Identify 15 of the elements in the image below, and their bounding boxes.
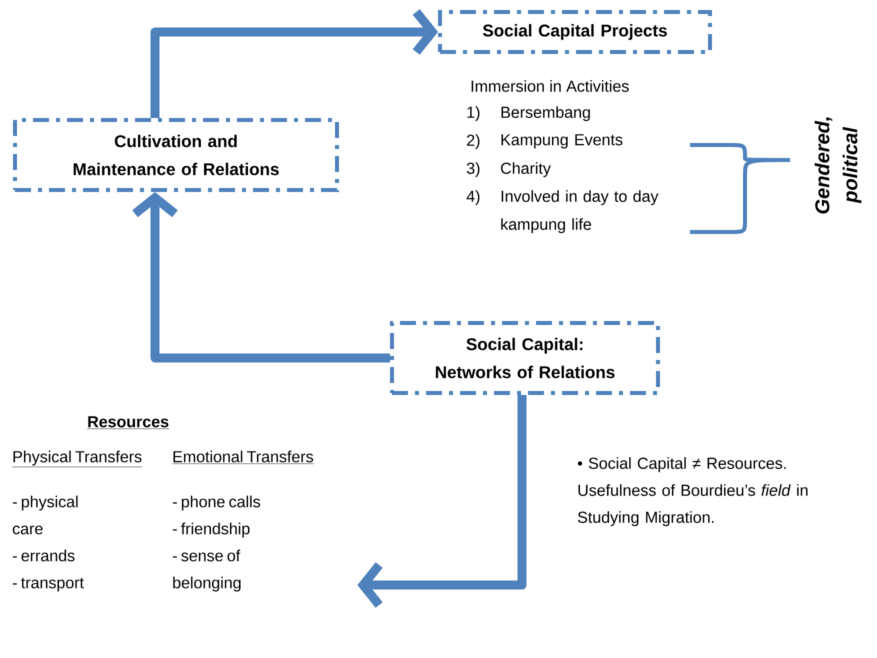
list-number: 1) bbox=[467, 106, 480, 122]
list-number: 4) bbox=[466, 190, 480, 206]
list-number: 3) bbox=[466, 162, 480, 178]
list-number: 2) bbox=[467, 134, 480, 150]
list-item: Charity bbox=[501, 162, 551, 178]
list-heading: Immersion in Activities bbox=[472, 80, 629, 92]
list-item: Kampung Events bbox=[502, 134, 622, 149]
resources-text: Resources Physical Transfers - physical care - errands - transport Emotional Transfers - phone calls - friendship - sense of belonging bbox=[12, 416, 314, 592]
note-text: • Social Capital ≠ Resources. Usefulness of Bourdieu’s field in Studying Migration. bbox=[578, 457, 808, 526]
list-item: Involved in day to day kampung life bbox=[501, 190, 658, 234]
rotated-note: Gendered, political bbox=[814, 117, 862, 214]
arrow bbox=[132, 192, 390, 362]
arrow bbox=[150, 9, 438, 118]
list-item: Bersembang bbox=[502, 106, 590, 122]
arrow bbox=[357, 395, 526, 608]
